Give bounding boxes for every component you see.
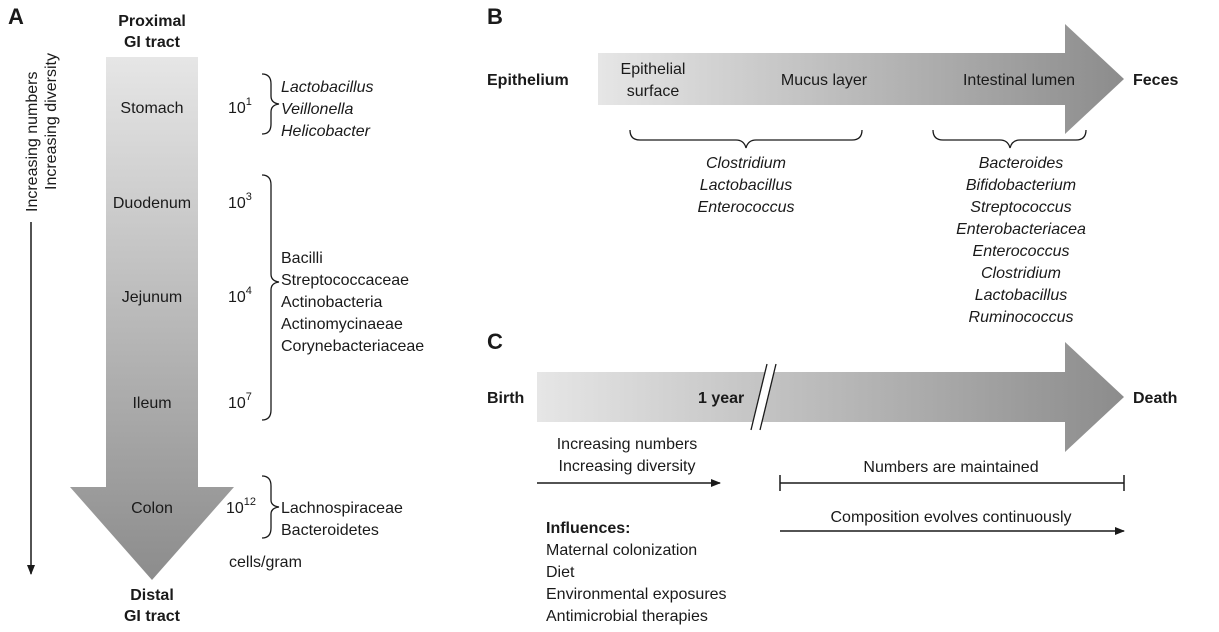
mucus-taxon: Clostridium — [706, 155, 786, 172]
lumen-taxon: Clostridium — [981, 265, 1061, 282]
lumen-taxon: Bifidobacterium — [966, 177, 1076, 194]
birth-label: Birth — [487, 390, 524, 407]
lumen-taxon: Enterobacteriacea — [956, 221, 1086, 238]
stomach-taxon: Veillonella — [281, 101, 353, 118]
count-colon: 1012 — [226, 496, 256, 517]
count-ileum: 107 — [228, 391, 252, 412]
intestinal-lumen-label: Intestinal lumen — [963, 72, 1075, 89]
side-label-numbers: Increasing numbers — [24, 71, 41, 212]
mucus-brace — [629, 129, 863, 149]
count-duodenum: 103 — [228, 191, 252, 212]
time-break-line — [759, 363, 777, 431]
increasing-diversity-label: Increasing diversity — [559, 458, 696, 475]
small-intestine-taxon: Corynebacteriaceae — [281, 338, 424, 355]
panel-a-letter: A — [8, 4, 24, 29]
increasing-numbers-label: Increasing numbers — [557, 436, 698, 453]
stomach-taxon: Helicobacter — [281, 123, 371, 140]
panel-c-letter: C — [487, 329, 503, 354]
composition-label: Composition evolves continuously — [830, 509, 1071, 526]
small-intestine-taxon: Actinomycinaeae — [281, 316, 403, 333]
colon-taxon: Bacteroidetes — [281, 522, 379, 539]
mucus-taxon: Enterococcus — [698, 199, 795, 216]
proximal-label-line1: Proximal — [118, 13, 186, 30]
lifespan-arrow — [537, 342, 1124, 452]
lumen-taxon: Enterococcus — [973, 243, 1070, 260]
count-jejunum: 104 — [228, 285, 252, 306]
mucus-layer-label: Mucus layer — [781, 72, 868, 89]
stomach-brace — [261, 73, 280, 135]
gi-tract-arrow — [70, 57, 234, 580]
feces-label: Feces — [1133, 72, 1178, 89]
influence-item: Antimicrobial therapies — [546, 608, 708, 625]
lumen-taxon: Ruminococcus — [969, 309, 1074, 326]
small-intestine-taxon: Bacilli — [281, 250, 323, 267]
region-jejunum: Jejunum — [122, 289, 182, 306]
epithelium-feces-arrow — [598, 24, 1124, 134]
units-label: cells/gram — [229, 554, 302, 571]
lumen-taxon: Streptococcus — [970, 199, 1071, 216]
small-intestine-taxon: Actinobacteria — [281, 294, 382, 311]
region-colon: Colon — [131, 500, 173, 517]
proximal-label-line2: GI tract — [124, 34, 181, 51]
lumen-taxon: Lactobacillus — [975, 287, 1068, 304]
count-stomach: 101 — [228, 96, 252, 117]
death-label: Death — [1133, 390, 1177, 407]
mucus-taxon: Lactobacillus — [700, 177, 793, 194]
one-year-label: 1 year — [698, 390, 744, 407]
time-break-gap — [751, 364, 776, 430]
influence-item: Maternal colonization — [546, 542, 697, 559]
small-intestine-brace — [261, 174, 280, 421]
epithelium-label: Epithelium — [487, 72, 569, 89]
influence-item: Environmental exposures — [546, 586, 727, 603]
colon-brace — [261, 475, 280, 539]
influence-item: Diet — [546, 564, 575, 581]
colon-taxon: Lachnospiraceae — [281, 500, 403, 517]
region-stomach: Stomach — [120, 100, 183, 117]
influences-title: Influences: — [546, 520, 630, 537]
lumen-brace — [932, 129, 1087, 149]
region-duodenum: Duodenum — [113, 195, 191, 212]
stomach-taxon: Lactobacillus — [281, 79, 374, 96]
distal-label-line2: GI tract — [124, 608, 181, 625]
small-intestine-taxon: Streptococcaceae — [281, 272, 409, 289]
lumen-taxon: Bacteroides — [979, 155, 1064, 172]
numbers-maintained-label: Numbers are maintained — [863, 459, 1038, 476]
side-label-diversity: Increasing diversity — [43, 53, 60, 190]
distal-label-line1: Distal — [130, 587, 174, 604]
epithelial-surface-line2: surface — [627, 83, 680, 100]
region-ileum: Ileum — [132, 395, 171, 412]
epithelial-surface-line1: Epithelial — [621, 61, 686, 78]
panel-b-letter: B — [487, 4, 503, 29]
time-break-line — [750, 363, 768, 431]
